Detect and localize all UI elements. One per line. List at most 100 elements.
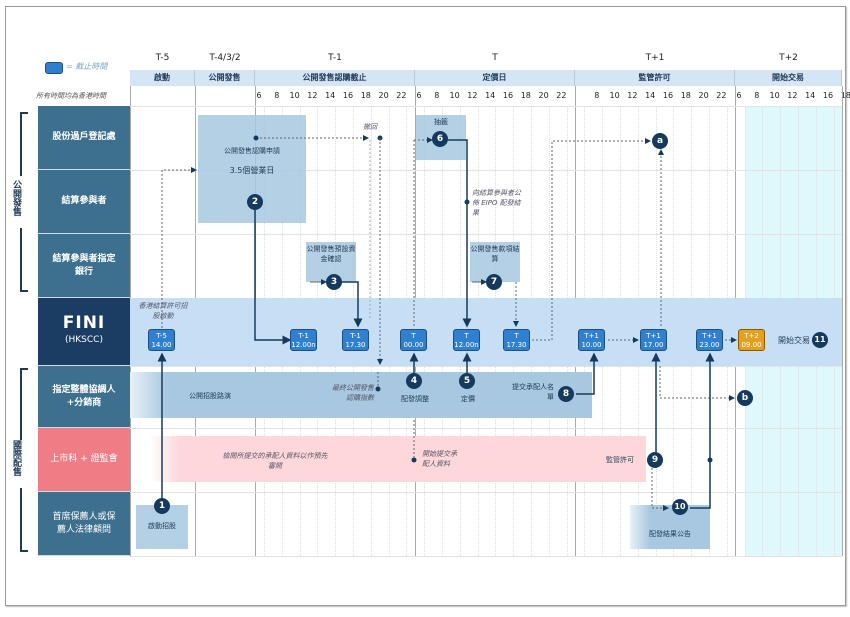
settlement-label: 公開發售款項結算: [470, 245, 520, 263]
allotment-announce-label: 配發結果公告: [649, 530, 691, 538]
deadline-day: T: [411, 332, 416, 340]
step-1: 1: [154, 498, 170, 514]
phase-approval: 監管許可: [575, 70, 735, 86]
row-label-designated-bank-text: 結算參與者指定銀行: [52, 253, 116, 277]
hour-label: 18: [360, 91, 371, 100]
row-label-designated-bank: 結算參與者指定銀行: [38, 234, 130, 298]
deadline-time: 23.00: [699, 341, 720, 349]
hour-label: 12: [307, 91, 318, 100]
subscription-duration: 3.5個營業日: [229, 166, 275, 175]
row-divider: [130, 234, 842, 235]
deadline-time: 00.00: [403, 341, 424, 349]
hour-label: 14: [645, 91, 656, 100]
public-offer-bracket-top: [20, 112, 28, 176]
hour-label: 22: [396, 91, 407, 100]
step-4: 4: [406, 373, 422, 389]
row-label-share-registrar: 股份過戶登記處: [38, 106, 130, 170]
kickoff-label: 啟動招股: [148, 522, 176, 530]
deadline-time: 17.30: [345, 341, 366, 349]
day-label-t-1: T-1: [328, 53, 342, 63]
row-label-fini: FINI (HKSCC): [38, 298, 130, 366]
hour-label: 12: [467, 91, 478, 100]
hour-label: 10: [769, 91, 780, 100]
deadline-time: 09.00: [741, 341, 762, 349]
subscription-title: 公開發售認購申請: [224, 147, 280, 155]
public-offer-bracket-bottom: [20, 228, 28, 292]
deadline-day: T+1: [584, 332, 599, 340]
prefunding-label: 公開發售預設資金確認: [306, 245, 356, 263]
step-8: 8: [558, 386, 574, 402]
allot-adjust-label: 配發調整: [401, 395, 429, 403]
deadline-legend-text: = 截止時間: [66, 62, 108, 71]
hour-label: 12: [627, 91, 638, 100]
pricing-label: 定價: [461, 395, 475, 403]
step-3: 3: [326, 274, 342, 290]
step-6: 6: [432, 131, 448, 147]
intl-bracket-top: [20, 368, 28, 440]
row-divider: [130, 492, 842, 493]
step-2: 2: [247, 194, 263, 210]
day-label-t-4-3-2: T-4/3/2: [209, 53, 241, 63]
withdraw-note: 撤回: [363, 123, 377, 131]
deadline-legend-swatch: [45, 62, 63, 74]
eipo-result-note: 向結算參與者公佈 EIPO 配發結果: [472, 189, 521, 217]
row-divider: [130, 556, 842, 557]
row-divider: [130, 428, 842, 429]
day-label-t+1: T+1: [645, 53, 665, 63]
row-divider: [130, 106, 842, 107]
hour-label: 18: [840, 91, 850, 100]
step-b: b: [737, 390, 753, 406]
step-10: 10: [672, 499, 688, 515]
hour-label: 6: [736, 91, 742, 100]
step-9: 9: [647, 452, 663, 468]
phase-pricing: 定價日: [415, 70, 575, 86]
day-label-t-5: T-5: [155, 53, 170, 63]
row-label-sponsor-text: 首席保薦人或保薦人法律顧問: [52, 511, 116, 535]
hour-label: 12: [787, 91, 798, 100]
group-label-public-offer: 公開發售: [11, 180, 21, 216]
hour-label: 6: [256, 91, 262, 100]
phase-public-offer: 公開發售: [195, 70, 255, 86]
day-label-t: T: [492, 53, 498, 63]
hour-label: 20: [378, 91, 389, 100]
hour-label: 8: [754, 91, 760, 100]
row-divider: [130, 366, 842, 367]
final-confirm-note: 最終公開發售認購指數: [332, 384, 374, 402]
phase-trading: 開始交易: [735, 70, 842, 86]
hour-label: 20: [538, 91, 549, 100]
fini-band: [130, 298, 842, 366]
deadline-day: T-1: [350, 332, 361, 340]
ballot-label: 抽籤: [434, 118, 448, 126]
hour-label: 8: [434, 91, 440, 100]
hour-label: 14: [485, 91, 496, 100]
deadline-day: T-5: [156, 332, 167, 340]
hour-label: 22: [556, 91, 567, 100]
bookbuilding-label: 公開招股路演: [189, 392, 231, 400]
phase-offer-close: 公開發售認購截止: [255, 70, 415, 86]
bookbuilding-band: [130, 372, 592, 418]
submit-placees-label: 提交承配人名單: [512, 383, 554, 401]
regulator-band: [150, 436, 646, 482]
hour-label: 10: [449, 91, 460, 100]
hour-label: 18: [520, 91, 531, 100]
group-label-intl-placing: 國際配售: [11, 440, 21, 476]
hour-label: 14: [325, 91, 336, 100]
hour-label: 16: [662, 91, 674, 100]
hour-label: 10: [289, 91, 300, 100]
start-submit-note: 開始提交承配人資料: [422, 450, 457, 468]
approval-label: 監管許可: [606, 456, 634, 464]
phase-kickoff: 啟動: [130, 70, 195, 86]
deadline-time: 14.00: [151, 341, 172, 349]
regulator-review-note: 檢閱所提交的承配人資料以作預先審閱: [222, 452, 328, 470]
intl-bracket-bottom: [20, 488, 28, 552]
hour-label: 10: [609, 91, 620, 100]
hk-settlement-note: 香港結算許可招股啟動: [138, 302, 188, 320]
